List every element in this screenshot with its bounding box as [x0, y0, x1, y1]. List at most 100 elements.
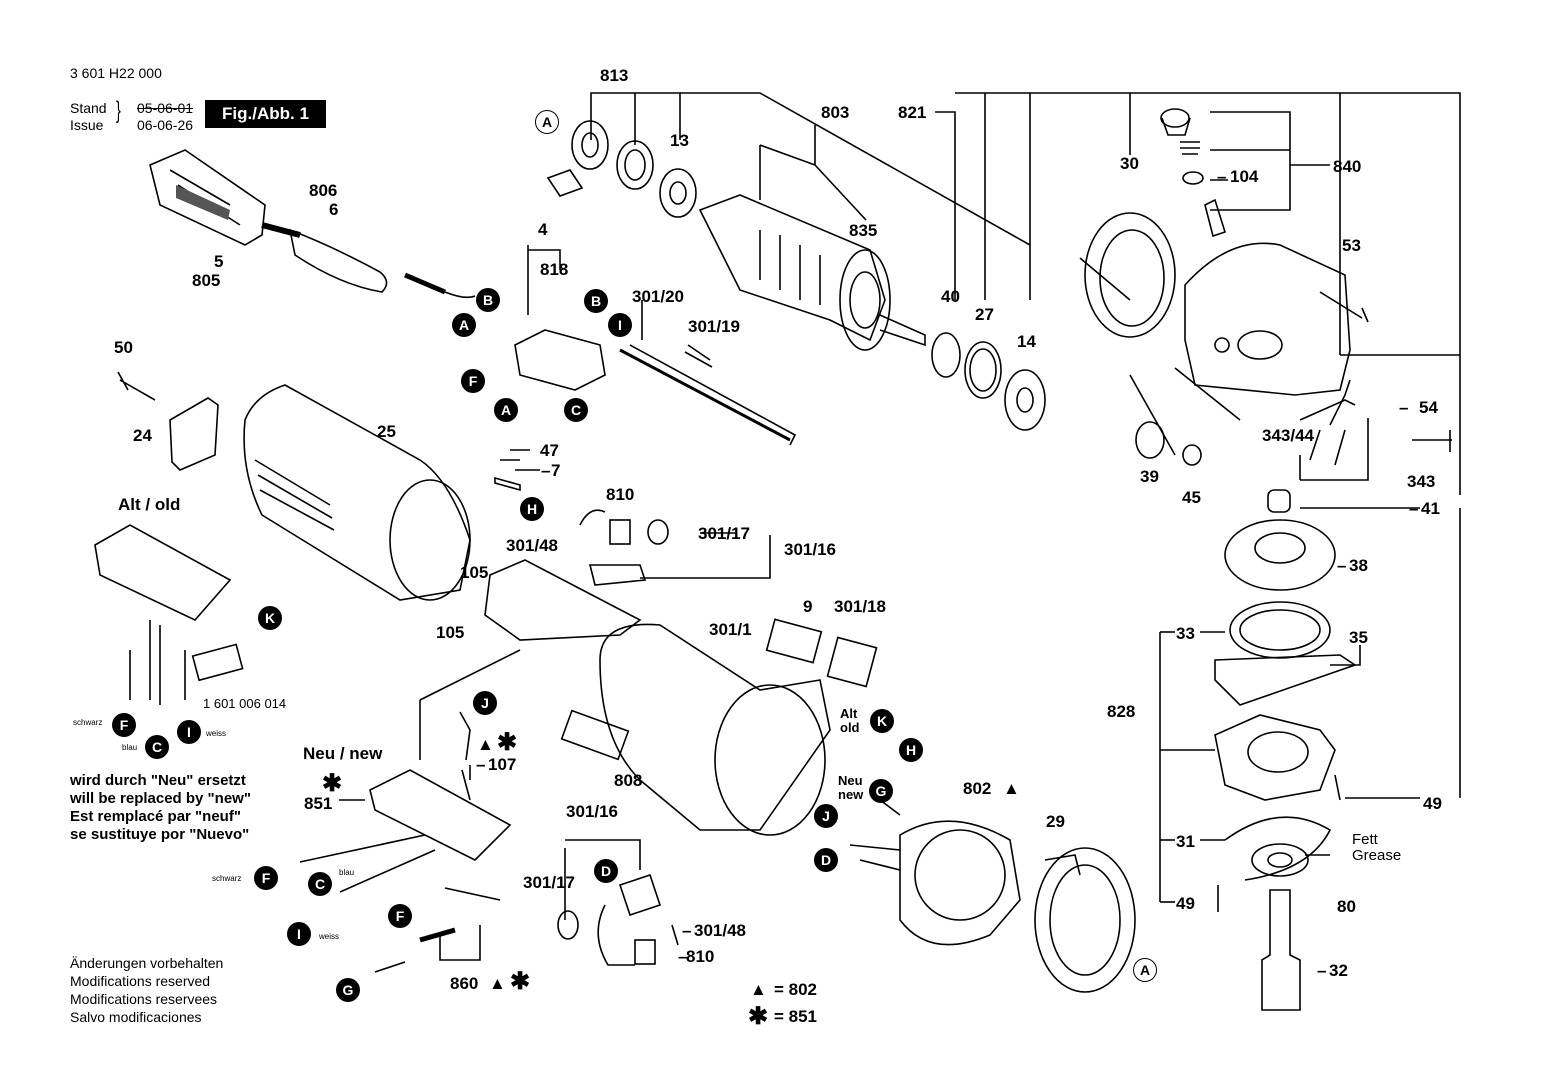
callout-343-44: 343/44	[1262, 426, 1314, 445]
replacement-note-en: will be replaced by "new"	[70, 790, 251, 807]
callout-14: 14	[1017, 332, 1036, 351]
callout-105-a: 105	[460, 563, 489, 582]
dash-32: –	[1317, 961, 1327, 980]
marker-b: B	[584, 289, 608, 313]
cable-sleeve	[288, 228, 388, 293]
marker-k: K	[870, 709, 894, 733]
marker-f: F	[112, 713, 136, 737]
callout-802: 802	[963, 779, 992, 798]
marker-a: A	[1133, 958, 1157, 982]
callout-31: 31	[1176, 832, 1195, 851]
dash-810: –	[678, 947, 688, 966]
replacement-note-de: wird durch "Neu" ersetzt	[70, 772, 246, 789]
marker-d: D	[814, 848, 838, 872]
callout-806: 806	[309, 181, 338, 200]
gear-head	[1184, 242, 1351, 396]
callout-25: 25	[377, 422, 396, 441]
marker-k: K	[258, 606, 282, 630]
callout-40: 40	[941, 287, 960, 306]
star-symbol: ✱	[322, 770, 343, 797]
callout-38: 38	[1349, 556, 1368, 575]
callout-13: 13	[670, 131, 689, 150]
callout-4: 4	[538, 220, 548, 239]
label-fett: Fett	[1352, 831, 1378, 848]
marker-c: C	[308, 872, 332, 896]
marker-f: F	[461, 369, 485, 393]
marker-a: A	[494, 398, 518, 422]
callout-6: 6	[329, 200, 339, 219]
callout-39: 39	[1140, 467, 1159, 486]
marker-d: D	[594, 859, 618, 883]
plate-30	[1084, 212, 1176, 338]
marker-f: F	[254, 866, 278, 890]
modifications-note-en: Modifications reserved	[70, 973, 211, 989]
dash-54: –	[1399, 398, 1409, 417]
modifications-note-es: Salvo modificaciones	[70, 1009, 202, 1025]
callout-45: 45	[1182, 488, 1201, 507]
label-old: old	[840, 720, 860, 735]
wire-label-schwarz: schwarz	[212, 874, 242, 883]
wire-label-schwarz: schwarz	[73, 718, 103, 727]
callout-33: 33	[1176, 624, 1195, 643]
callout-49-upper: 49	[1423, 794, 1442, 813]
callout-104: 104	[1230, 167, 1259, 186]
gear-38	[1224, 519, 1336, 591]
label-new: new	[838, 787, 864, 802]
wire-label-blau: blau	[122, 743, 138, 752]
marker-j: J	[473, 691, 497, 715]
callout-860: 860	[450, 974, 479, 993]
callout-301-17-lower: 301/17	[523, 873, 575, 892]
triangle-symbol: ▲	[477, 735, 494, 754]
marker-a: A	[452, 313, 476, 337]
marker-i: I	[608, 313, 632, 337]
issue-label: Issue	[70, 117, 104, 133]
callout-301-16-upper: 301/16	[784, 540, 836, 559]
callout-808: 808	[614, 771, 643, 790]
bearing-13	[659, 168, 697, 218]
callout-9: 9	[803, 597, 813, 616]
dash-104: –	[1217, 167, 1227, 186]
callout-54: 54	[1419, 398, 1438, 417]
callout-24: 24	[133, 426, 152, 445]
spindle-32	[1261, 889, 1301, 1011]
callout-50: 50	[114, 338, 133, 357]
callout-343: 343	[1407, 472, 1436, 491]
callout-840: 840	[1333, 157, 1362, 176]
bracket-840	[1210, 111, 1291, 211]
callout-301-17-upper: 301/17	[698, 524, 750, 543]
callout-805: 805	[192, 271, 221, 290]
brace-glyph: }	[116, 97, 121, 124]
callout-35: 35	[1349, 628, 1368, 647]
air-guide-29	[1034, 847, 1136, 993]
callout-107: 107	[488, 755, 517, 774]
modifications-note-de: Änderungen vorbehalten	[70, 955, 224, 971]
triangle-symbol: ▲	[489, 974, 506, 993]
callout-835: 835	[849, 221, 878, 240]
callout-810-upper: 810	[606, 485, 635, 504]
callout-1601006014: 1 601 006 014	[203, 696, 287, 711]
label-neu-new: Neu / new	[303, 744, 383, 763]
marker-c: C	[564, 398, 588, 422]
callout-828: 828	[1107, 702, 1136, 721]
star-symbol: ✱	[497, 729, 518, 756]
switch-carrier	[484, 559, 642, 641]
triangle-symbol: ▲	[1003, 779, 1020, 798]
replacement-note-fr: Est remplacé par "neuf"	[70, 808, 241, 825]
stand-label: Stand	[70, 100, 107, 116]
legend-triangle-symbol: ▲	[750, 980, 767, 999]
issue-date: 06-06-26	[137, 117, 194, 133]
wire-label-weiss: weiss	[319, 932, 340, 941]
dash-38: –	[1337, 556, 1347, 575]
callout-5: 5	[214, 252, 224, 271]
dash-301-48: –	[682, 921, 692, 940]
label-neu: Neu	[838, 773, 863, 788]
marker-i: I	[287, 922, 311, 946]
callout-813: 813	[600, 66, 629, 85]
callout-301-16-lower: 301/16	[566, 802, 618, 821]
callout-80: 80	[1337, 897, 1356, 916]
callout-301-48-upper: 301/48	[506, 536, 558, 555]
callout-49-lower: 49	[1176, 894, 1195, 913]
marker-i: I	[177, 720, 201, 744]
